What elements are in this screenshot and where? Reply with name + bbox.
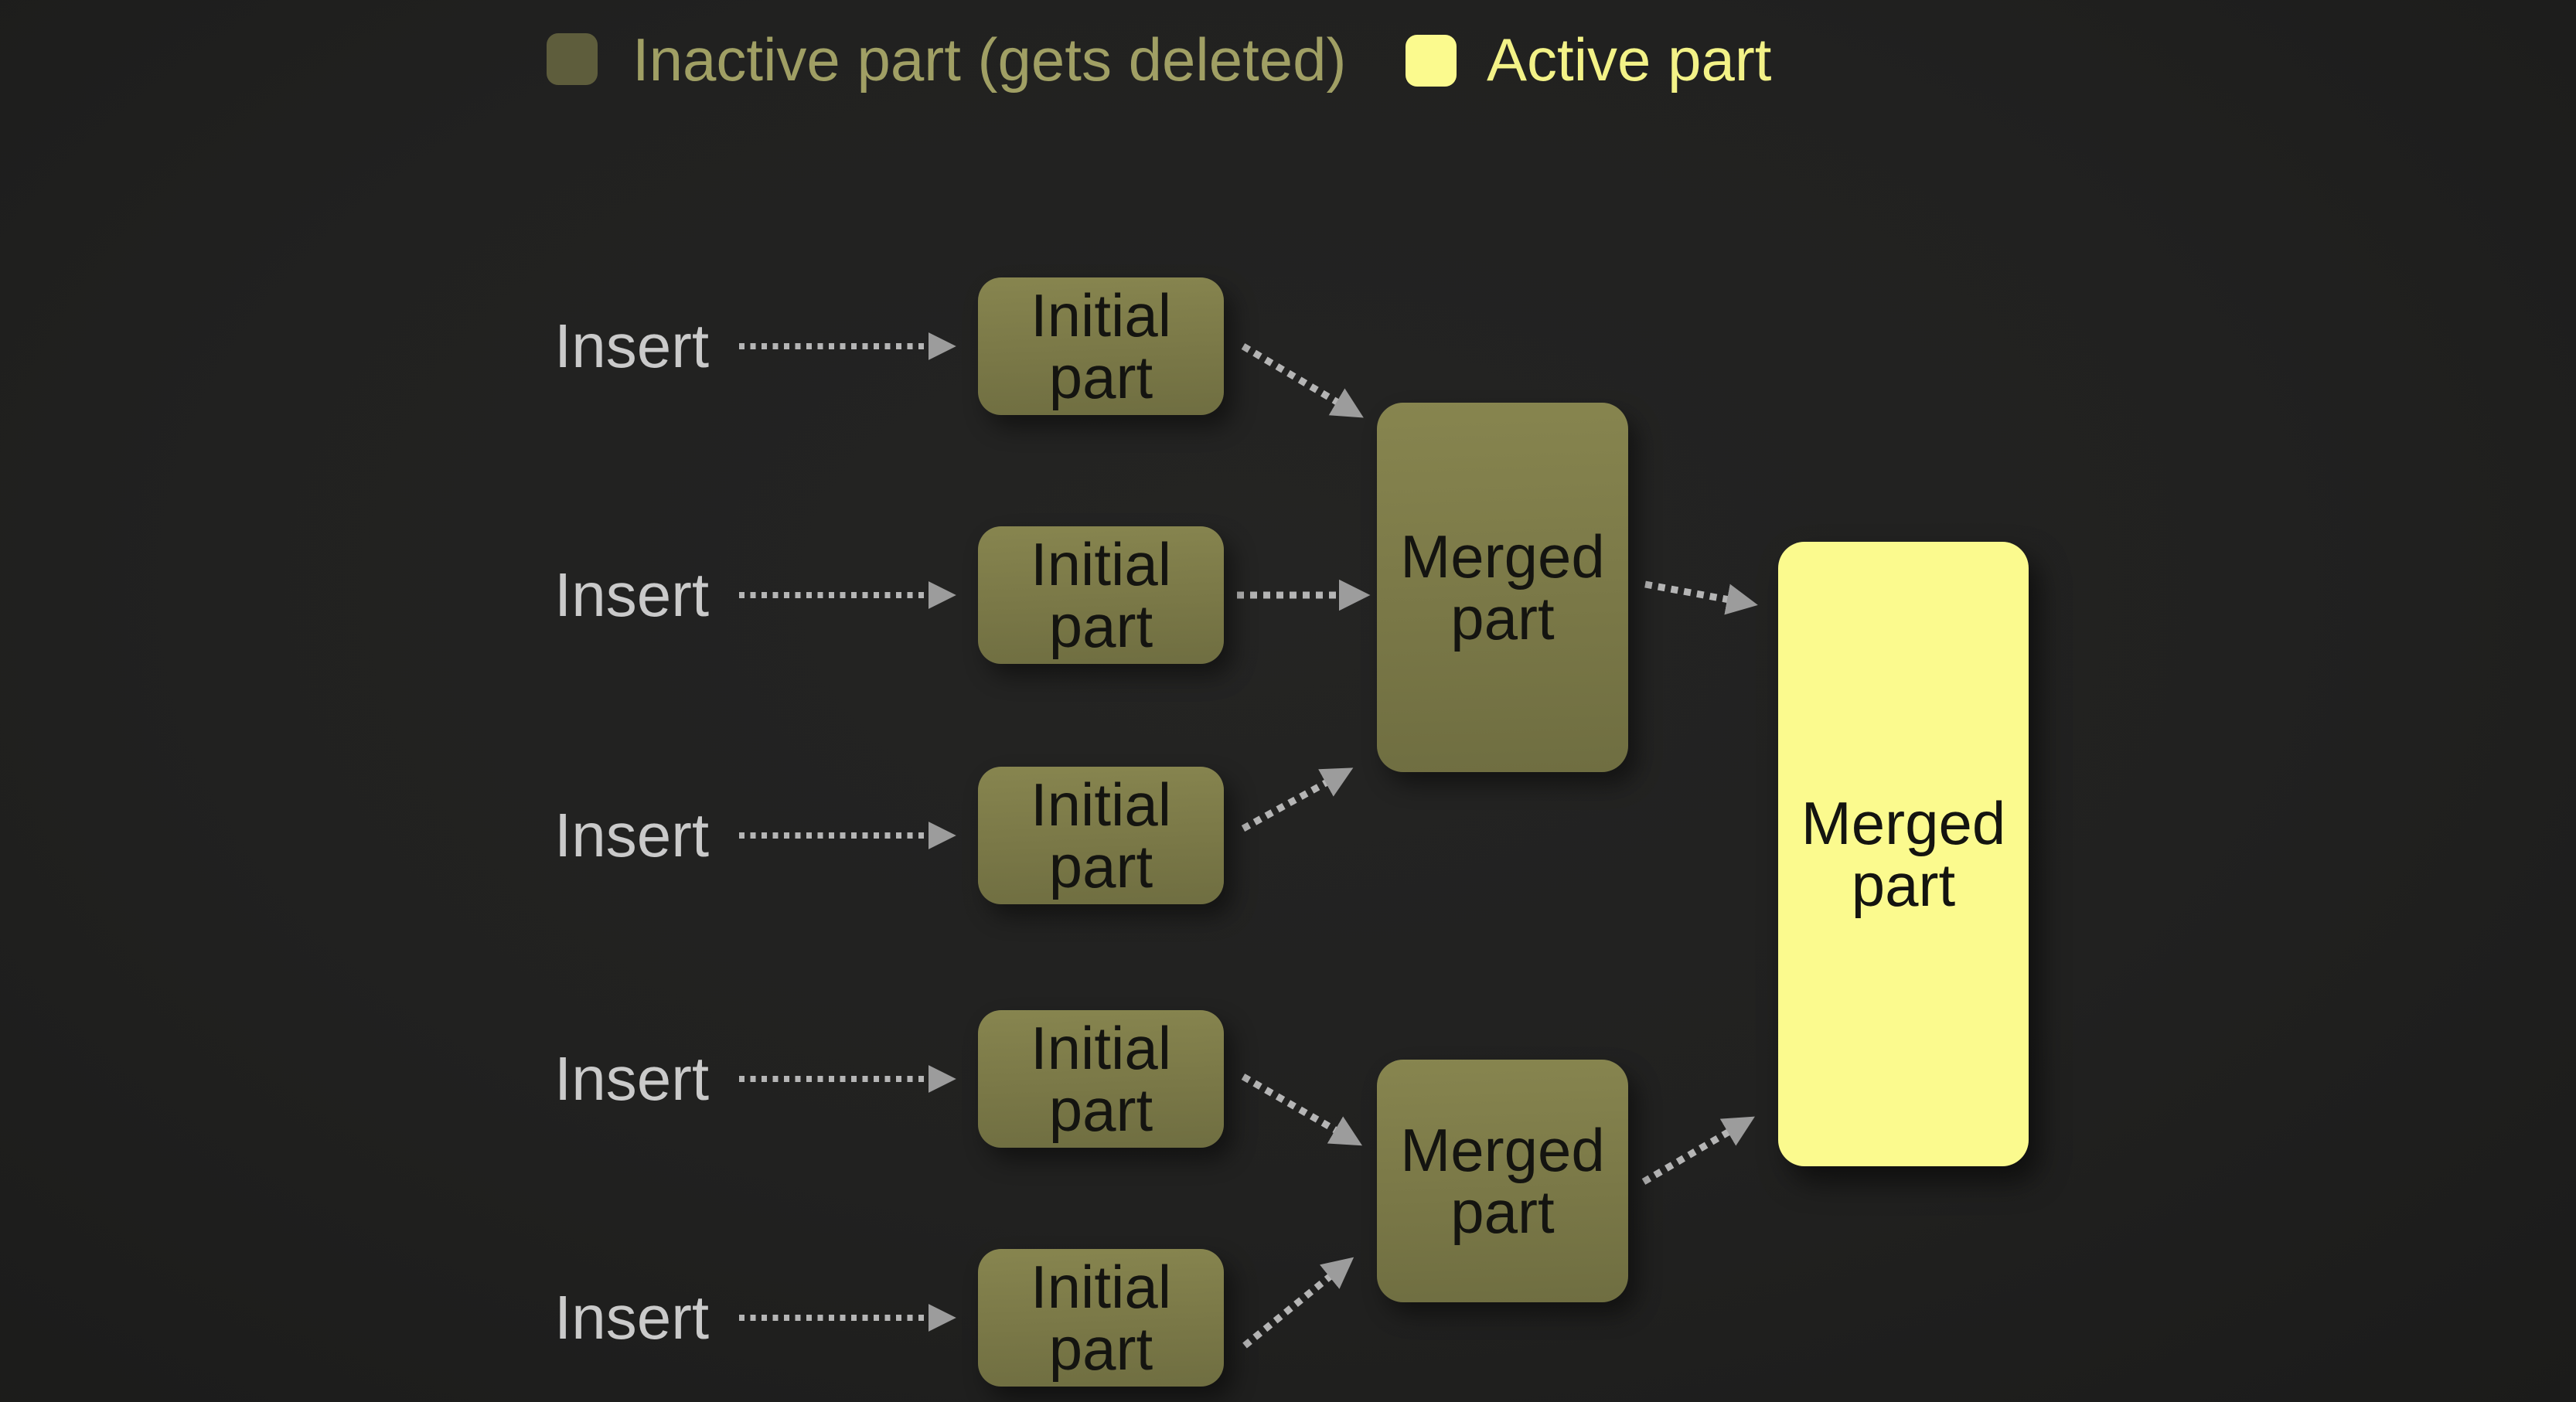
legend-active-swatch	[1406, 35, 1457, 87]
merge-arrow-merged1-final	[1644, 580, 1758, 615]
insert-label-5: Insert	[554, 1283, 710, 1352]
initial-part-5: Initial part	[978, 1249, 1224, 1387]
initial-part-4: Initial part	[978, 1010, 1224, 1148]
merged-part-2-label-line1: Merged	[1400, 1116, 1605, 1184]
initial-part-2-label-line2: part	[1048, 592, 1153, 660]
merge-arrow-initial1-merged1	[1241, 343, 1364, 418]
insert-label-3: Insert	[554, 801, 710, 869]
merged-part-1: Merged part	[1377, 403, 1628, 772]
insert-label-1: Insert	[554, 311, 710, 380]
merged-part-final: Merged part	[1778, 542, 2029, 1166]
initial-part-4-label-line1: Initial	[1030, 1014, 1172, 1082]
initial-part-3-label-line1: Initial	[1030, 771, 1172, 839]
initial-part-3: Initial part	[978, 767, 1224, 904]
legend-inactive-label: Inactive part (gets deleted)	[632, 26, 1347, 94]
merge-arrow-merged2-final	[1641, 1116, 1755, 1185]
insert-label-2: Insert	[554, 560, 710, 629]
initial-part-4-label-line2: part	[1048, 1076, 1153, 1144]
initial-part-1: Initial part	[978, 277, 1224, 415]
legend-inactive-swatch	[547, 33, 598, 85]
initial-part-1-label-line1: Initial	[1030, 281, 1172, 349]
initial-part-2-label-line1: Initial	[1030, 530, 1172, 598]
merge-arrow-initial4-merged2	[1241, 1074, 1363, 1146]
initial-part-2: Initial part	[978, 526, 1224, 664]
initial-part-3-label-line2: part	[1048, 832, 1153, 900]
initial-part-5-label-line1: Initial	[1030, 1253, 1172, 1321]
merged-part-2: Merged part	[1377, 1060, 1628, 1302]
insert-label-4: Insert	[554, 1044, 710, 1113]
merged-part-1-label-line1: Merged	[1400, 522, 1605, 590]
legend-active-label: Active part	[1487, 26, 1772, 94]
merged-part-2-label-line2: part	[1450, 1178, 1555, 1246]
merged-part-final-label-line1: Merged	[1801, 789, 2006, 857]
merged-part-final-label-line2: part	[1851, 851, 1956, 919]
merged-part-1-label-line2: part	[1450, 584, 1555, 652]
initial-part-5-label-line2: part	[1048, 1315, 1153, 1383]
merge-arrow-initial3-merged1	[1241, 767, 1354, 832]
initial-part-1-label-line2: part	[1048, 343, 1153, 411]
merge-arrow-initial5-merged2	[1242, 1257, 1354, 1349]
